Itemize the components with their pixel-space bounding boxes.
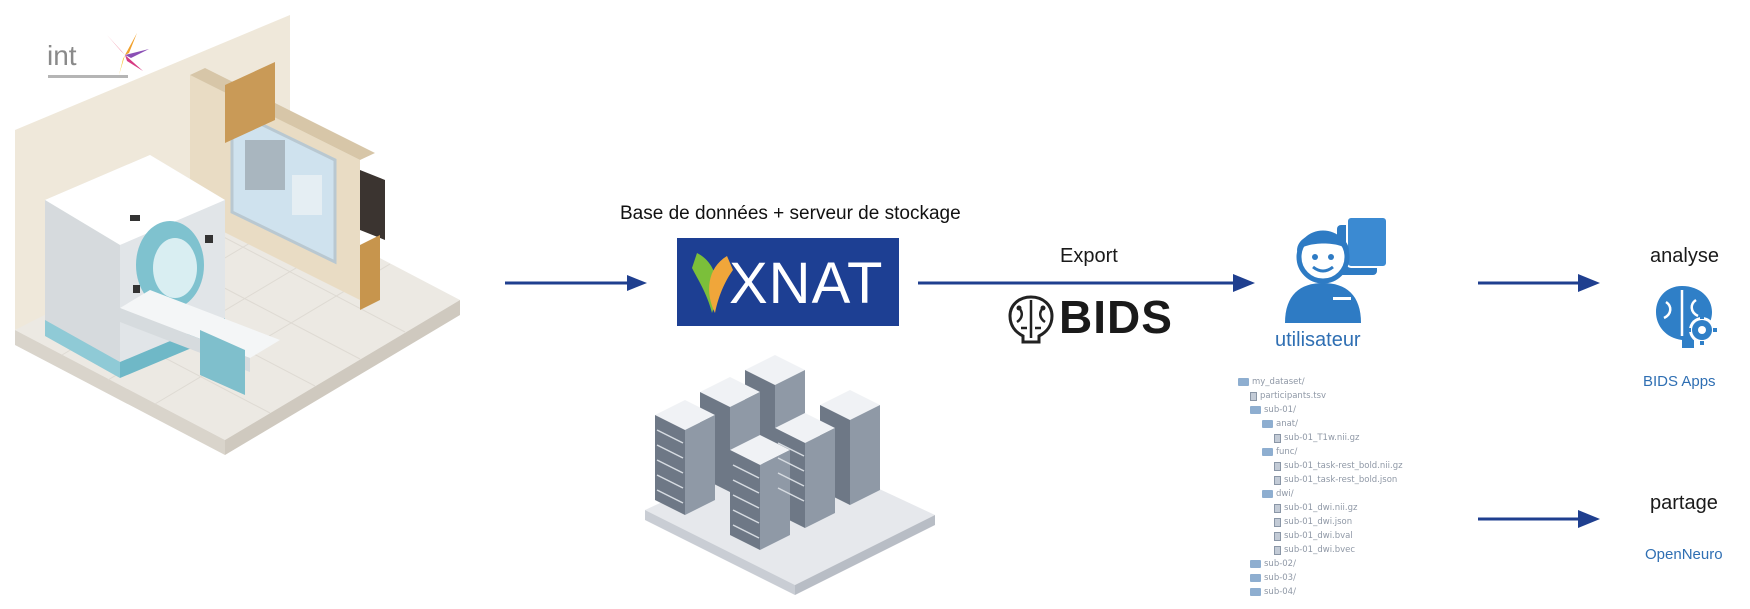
bids-label: BIDS [1059, 291, 1173, 343]
arrow-mri-to-xnat [505, 268, 650, 298]
file-tree-entry-name: sub-04/ [1264, 587, 1296, 597]
folder-icon [1262, 420, 1273, 428]
file-tree-row: sub-01_task-rest_bold.nii.gz [1238, 459, 1403, 473]
file-icon [1274, 433, 1281, 443]
file-tree-entry-name: sub-02/ [1264, 559, 1296, 569]
file-tree-entry-name: sub-01_T1w.nii.gz [1284, 433, 1360, 443]
file-tree-entry-name: my_dataset/ [1252, 377, 1305, 387]
file-tree-entry-name: sub-01_dwi.bval [1284, 531, 1353, 541]
xnat-logo: XNAT [677, 238, 899, 326]
file-tree-entry-name: func/ [1276, 447, 1298, 457]
file-tree-entry-name: sub-01/ [1264, 405, 1296, 415]
arrow-user-to-sharing [1478, 504, 1603, 534]
logo-text: int [47, 40, 77, 71]
file-icon [1250, 391, 1257, 401]
file-tree-row: func/ [1238, 445, 1403, 459]
file-tree-row: sub-01_dwi.bvec [1238, 543, 1403, 557]
export-label: Export [1060, 245, 1118, 267]
file-tree-row: dwi/ [1238, 487, 1403, 501]
file-tree-entry-name: participants.tsv [1260, 391, 1327, 401]
file-tree-entry-name: sub-01_dwi.bvec [1284, 545, 1356, 555]
file-icon [1274, 461, 1281, 471]
analysis-title: analyse [1650, 245, 1719, 267]
file-icon [1274, 531, 1281, 541]
file-tree-entry-name: sub-03/ [1264, 573, 1296, 583]
file-icon [1274, 517, 1281, 527]
folder-icon [1250, 406, 1261, 414]
file-tree-row: sub-01_dwi.bval [1238, 529, 1403, 543]
file-tree-row: sub-01/ [1238, 403, 1403, 417]
file-tree-row: sub-01_dwi.nii.gz [1238, 501, 1403, 515]
sharing-title: partage [1650, 492, 1718, 514]
file-tree-entry-name: sub-01_task-rest_bold.nii.gz [1284, 461, 1403, 471]
file-tree-entry-name: sub-01_dwi.json [1284, 517, 1353, 527]
folder-icon [1250, 574, 1261, 582]
file-tree-entry-name: sub-01_dwi.nii.gz [1284, 503, 1358, 513]
file-icon [1274, 475, 1281, 485]
file-tree-row: sub-04/ [1238, 585, 1403, 599]
mri-room-illustration [0, 0, 470, 470]
file-tree-row: sub-03/ [1238, 571, 1403, 585]
file-tree-row: sub-02/ [1238, 557, 1403, 571]
arrow-xnat-to-user [918, 268, 1258, 298]
bids-logo: BIDS [1005, 290, 1185, 348]
file-tree-row: participants.tsv [1238, 389, 1403, 403]
file-tree-entry-name: anat/ [1276, 419, 1299, 429]
brain-circuit-icon [1008, 295, 1054, 344]
folder-icon [1262, 490, 1273, 498]
xnat-leaf-icon [692, 253, 733, 313]
user-label: utilisateur [1275, 329, 1361, 351]
file-tree-row: my_dataset/ [1238, 375, 1403, 389]
file-tree-entry-name: dwi/ [1276, 489, 1294, 499]
bids-file-tree: my_dataset/participants.tsv sub-01/anat/s… [1238, 375, 1403, 599]
institute-logo: int [45, 25, 155, 90]
folder-icon [1250, 560, 1261, 568]
storage-servers-illustration [645, 350, 935, 605]
xnat-label: XNAT [729, 251, 884, 316]
file-tree-row: sub-01_dwi.json [1238, 515, 1403, 529]
file-icon [1274, 503, 1281, 513]
arrow-user-to-analysis [1478, 268, 1603, 298]
file-tree-row: anat/ [1238, 417, 1403, 431]
database-title: Base de données + serveur de stockage [620, 203, 961, 224]
file-tree-row: sub-01_task-rest_bold.json [1238, 473, 1403, 487]
folder-icon [1238, 378, 1249, 386]
folder-icon [1250, 588, 1261, 596]
file-tree-row: sub-01_T1w.nii.gz [1238, 431, 1403, 445]
file-icon [1274, 545, 1281, 555]
folder-icon [1262, 448, 1273, 456]
user-icon [1275, 215, 1400, 325]
openneuro-label: OpenNeuro [1645, 546, 1723, 563]
bids-apps-label: BIDS Apps [1643, 373, 1716, 390]
file-tree-entry-name: sub-01_task-rest_bold.json [1284, 475, 1398, 485]
bids-apps-icon [1652, 282, 1720, 352]
